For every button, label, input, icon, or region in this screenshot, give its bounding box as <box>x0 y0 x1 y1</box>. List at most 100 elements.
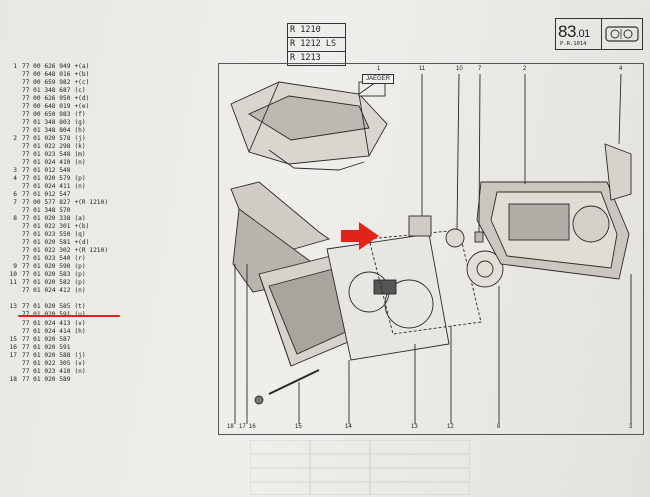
part-note: +(a) <box>74 63 90 70</box>
part-reference: 77 01 020 581 <box>22 239 71 247</box>
part-note: (m) <box>74 151 86 159</box>
part-reference: 77 01 023 540 <box>22 255 71 263</box>
part-index: 3 <box>13 167 17 175</box>
callout-2: 2 <box>523 66 527 72</box>
part-index: 13 <box>9 303 17 311</box>
part-reference: 77 01 024 410 <box>22 159 71 167</box>
part-note: (p) <box>74 175 86 183</box>
part-index: 11 <box>9 279 17 287</box>
model-row: R 1213 <box>288 52 346 66</box>
callout-11: 11 <box>419 66 426 72</box>
callout-16: 16 <box>249 424 256 430</box>
part-note: (k) <box>74 143 86 151</box>
callout-1: 1 <box>377 66 381 72</box>
part-note: (j) <box>74 135 86 143</box>
part-index: 2 <box>13 135 17 143</box>
page-number-box: 83.01 P.R.1014 <box>555 18 602 50</box>
part-reference: 77 01 020 591 <box>22 343 71 351</box>
part-reference: 77 01 024 414 <box>22 327 71 335</box>
page-number-main: 83 <box>558 22 576 41</box>
parts-list-row: 77 01 022 301+(b) <box>6 223 216 231</box>
callout-3: 3 <box>629 424 633 430</box>
model-row: R 1210 <box>288 24 346 38</box>
part-reference: 77 00 626 949 <box>22 63 71 70</box>
part-note: +(b) <box>74 223 90 231</box>
part-index: 16 <box>9 343 17 351</box>
part-reference: 77 01 020 583 <box>22 271 71 279</box>
part-reference: 77 01 012 547 <box>22 191 71 199</box>
part-reference: 77 01 348 570 <box>22 207 71 215</box>
part-reference: 77 01 024 411 <box>22 183 71 191</box>
part-note: (p) <box>74 279 86 287</box>
part-index: 17 <box>9 351 17 359</box>
parts-list-row: 77 00 648 016+(b) <box>6 71 216 79</box>
part-reference: 77 01 348 804 <box>22 127 71 135</box>
part-note: (r) <box>74 255 86 263</box>
part-reference: 77 00 626 950 <box>22 95 71 103</box>
part-reference: 77 01 020 589 <box>22 375 71 383</box>
part-reference: 77 01 022 298 <box>22 143 71 151</box>
parts-list-row: 16 77 01 020 591 <box>6 344 216 352</box>
exploded-view-drawing <box>230 73 632 424</box>
parts-list-row: 11 77 01 020 582(p) <box>6 279 216 287</box>
callout-10: 10 <box>456 66 463 72</box>
callout-8: 8 <box>497 424 501 430</box>
part-reference: 77 01 024 412 <box>22 287 71 295</box>
part-reference: 77 01 023 410 <box>22 367 71 375</box>
part-reference: 77 00 650 983 <box>22 111 71 119</box>
part-note: (h) <box>74 327 86 335</box>
callout-14: 14 <box>345 424 352 430</box>
part-note: +(d) <box>74 95 90 103</box>
part-reference: 77 01 020 591 <box>22 311 70 318</box>
part-note: (p) <box>74 271 86 279</box>
part-index: 1 <box>13 63 17 70</box>
part-reference: 77 00 659 982 <box>22 79 71 87</box>
callout-13: 13 <box>411 424 418 430</box>
part-note: (c) <box>74 87 86 95</box>
part-note: (v) <box>74 359 86 367</box>
parts-list-row <box>6 295 216 303</box>
part-reference: 77 01 022 302 <box>22 247 71 255</box>
exploded-diagram: JAEGER 1 11 10 7 2 4 18 17 16 15 14 13 1… <box>218 63 644 435</box>
parts-list-row: 77 01 024 414(h) <box>6 328 216 336</box>
part-note: (a) <box>74 215 86 223</box>
parts-list-row: 77 00 626 950+(d) <box>6 95 216 103</box>
part-index: 7 <box>13 199 17 207</box>
part-reference: 77 00 648 016 <box>22 71 71 79</box>
parts-list-row: 77 01 348 803(g) <box>6 119 216 127</box>
callout-18: 18 <box>227 424 234 430</box>
part-note: (n) <box>74 183 86 191</box>
callout-12: 12 <box>447 424 454 430</box>
part-reference: 77 01 022 301 <box>22 223 71 231</box>
part-reference: 77 01 023 548 <box>22 151 71 159</box>
part-reference: 77 01 020 590 <box>22 263 71 271</box>
parts-list-row: 77 01 024 412(n) <box>6 287 216 295</box>
parts-list-row: 77 01 348 804(h) <box>6 127 216 135</box>
parts-list-row: 77 01 020 581+(d) <box>6 239 216 247</box>
parts-list-row: 77 01 348 570 <box>6 207 216 215</box>
parts-list-row: 77 01 023 550(q) <box>6 231 216 239</box>
part-reference: 77 01 020 582 <box>22 279 71 287</box>
part-reference: 77 01 020 338 <box>22 215 71 223</box>
page-reference: P.R.1014 <box>560 41 587 47</box>
part-index: 9 <box>13 263 17 271</box>
part-note: (j) <box>74 351 86 359</box>
bleed-through-table <box>250 440 470 495</box>
part-note: (n) <box>74 159 86 167</box>
part-reference: 77 01 023 550 <box>22 231 71 239</box>
part-note: (n) <box>74 367 86 375</box>
parts-list-row: 77 00 659 982+(c) <box>6 79 216 87</box>
parts-list-row: 77 01 023 540(r) <box>6 255 216 263</box>
model-table: R 1210 R 1212 LS R 1213 <box>287 23 346 66</box>
